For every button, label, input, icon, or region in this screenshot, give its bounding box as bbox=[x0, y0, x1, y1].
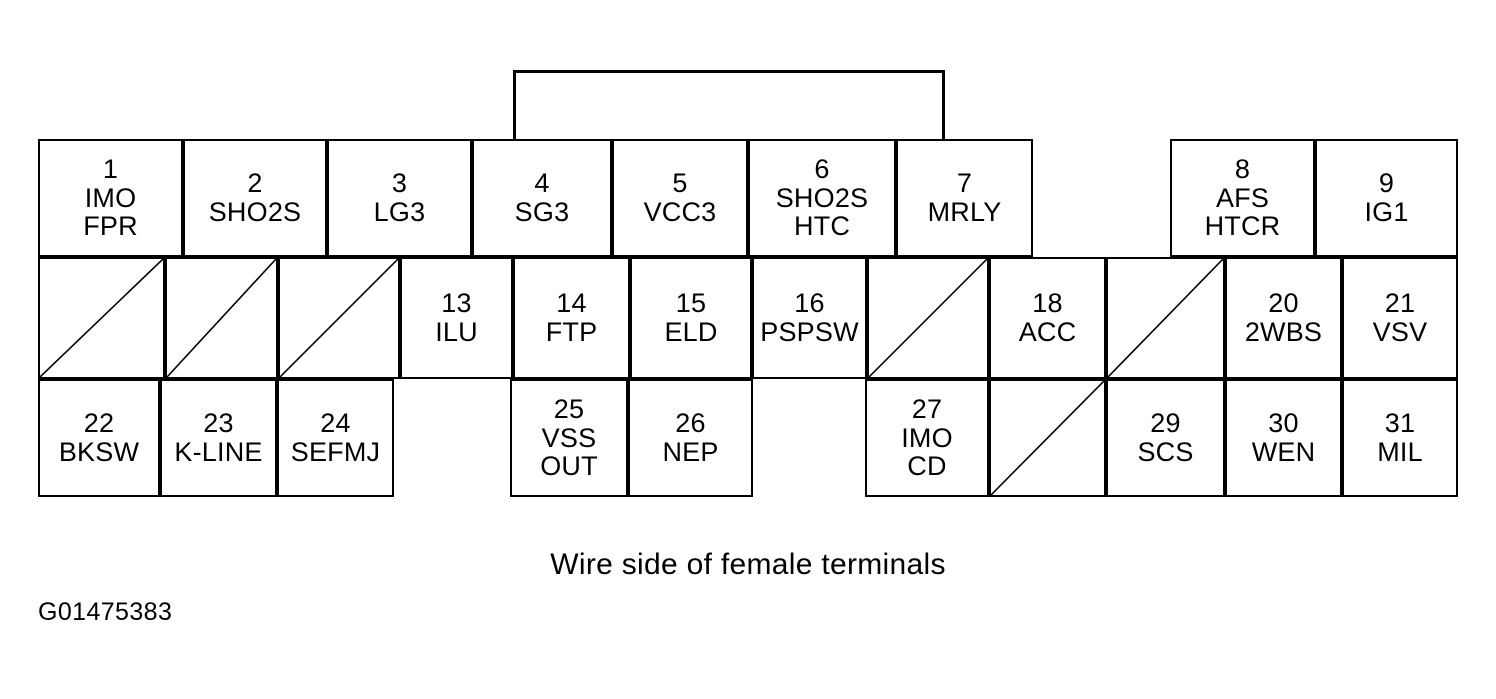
pin-label: BKSW bbox=[58, 437, 140, 467]
pin-number: 9 bbox=[1378, 168, 1395, 199]
pin-label: ELD bbox=[664, 317, 718, 347]
pin-label: OUT bbox=[540, 451, 598, 482]
pin-number: 30 bbox=[1268, 408, 1299, 439]
pin-label: VSS bbox=[541, 422, 597, 453]
pin-label: SHO2S bbox=[775, 182, 869, 213]
pin-number: 14 bbox=[556, 288, 587, 319]
pin-label: LG3 bbox=[373, 197, 426, 227]
pin-label: PSPSW bbox=[760, 317, 859, 347]
pin-label: VCC3 bbox=[643, 197, 717, 227]
pin-cell-unused bbox=[989, 379, 1106, 497]
pin-number: 21 bbox=[1384, 288, 1416, 319]
pin-label: SG3 bbox=[514, 197, 570, 227]
pin-label: SHO2S bbox=[208, 197, 302, 227]
pin-label: SCS bbox=[1137, 437, 1194, 467]
pin-number: 15 bbox=[675, 288, 707, 319]
pin-number: 8 bbox=[1234, 154, 1251, 185]
pin-number: 18 bbox=[1032, 288, 1063, 319]
pin-label: NEP bbox=[662, 437, 719, 467]
unused-slash-icon bbox=[280, 259, 398, 377]
pin-label: IG1 bbox=[1364, 197, 1409, 227]
figure-id-label: G01475383 bbox=[38, 598, 173, 626]
unused-slash-icon bbox=[40, 259, 163, 377]
pin-label: VSV bbox=[1372, 317, 1428, 347]
pin-number: 1 bbox=[102, 154, 119, 185]
pin-label: HTCR bbox=[1204, 211, 1281, 242]
diagram-caption: Wire side of female terminals bbox=[550, 548, 946, 581]
pin-label: MIL bbox=[1377, 437, 1423, 467]
pin-label: K-LINE bbox=[174, 437, 263, 467]
pin-label: SEFMJ bbox=[290, 437, 381, 467]
pin-label: FTP bbox=[545, 317, 598, 347]
unused-slash-icon bbox=[869, 259, 987, 377]
pin-number: 31 bbox=[1384, 408, 1416, 439]
pin-label: MRLY bbox=[927, 197, 1002, 227]
pin-cell-unused bbox=[1106, 257, 1225, 379]
pin-number: 3 bbox=[391, 168, 408, 199]
pin-cell-unused bbox=[165, 257, 278, 379]
pin-cell-unused bbox=[38, 257, 165, 379]
pin-number: 4 bbox=[534, 168, 550, 199]
pin-number: 25 bbox=[553, 394, 585, 425]
connector-alignment-notch bbox=[513, 70, 945, 145]
pin-number: 24 bbox=[320, 408, 351, 439]
pin-cell-unused bbox=[867, 257, 989, 379]
unused-slash-icon bbox=[167, 259, 276, 377]
unused-slash-icon bbox=[1108, 259, 1223, 377]
pin-number: 6 bbox=[814, 154, 830, 185]
pin-label: 2WBS bbox=[1244, 317, 1323, 347]
pin-label: ILU bbox=[435, 317, 478, 347]
pin-number: 26 bbox=[675, 408, 706, 439]
pin-number: 27 bbox=[911, 394, 943, 425]
pin-number: 20 bbox=[1268, 288, 1299, 319]
pin-label: ACC bbox=[1018, 317, 1077, 347]
pin-label: CD bbox=[907, 451, 947, 482]
pin-label: HTC bbox=[793, 211, 851, 242]
pin-label: WEN bbox=[1251, 437, 1316, 467]
pin-number: 5 bbox=[672, 168, 688, 199]
pin-number: 13 bbox=[441, 288, 472, 319]
pin-number: 2 bbox=[247, 168, 263, 199]
pin-number: 29 bbox=[1150, 408, 1181, 439]
pin-number: 16 bbox=[794, 288, 825, 319]
pin-label: FPR bbox=[83, 211, 138, 242]
pin-number: 23 bbox=[203, 408, 234, 439]
unused-slash-icon bbox=[991, 381, 1104, 495]
pin-label: IMO bbox=[84, 182, 137, 213]
pin-cell-unused bbox=[278, 257, 400, 379]
pin-label: AFS bbox=[1215, 182, 1270, 213]
pin-number: 22 bbox=[83, 408, 115, 439]
pin-label: IMO bbox=[901, 422, 953, 453]
pin-number: 7 bbox=[956, 168, 973, 199]
